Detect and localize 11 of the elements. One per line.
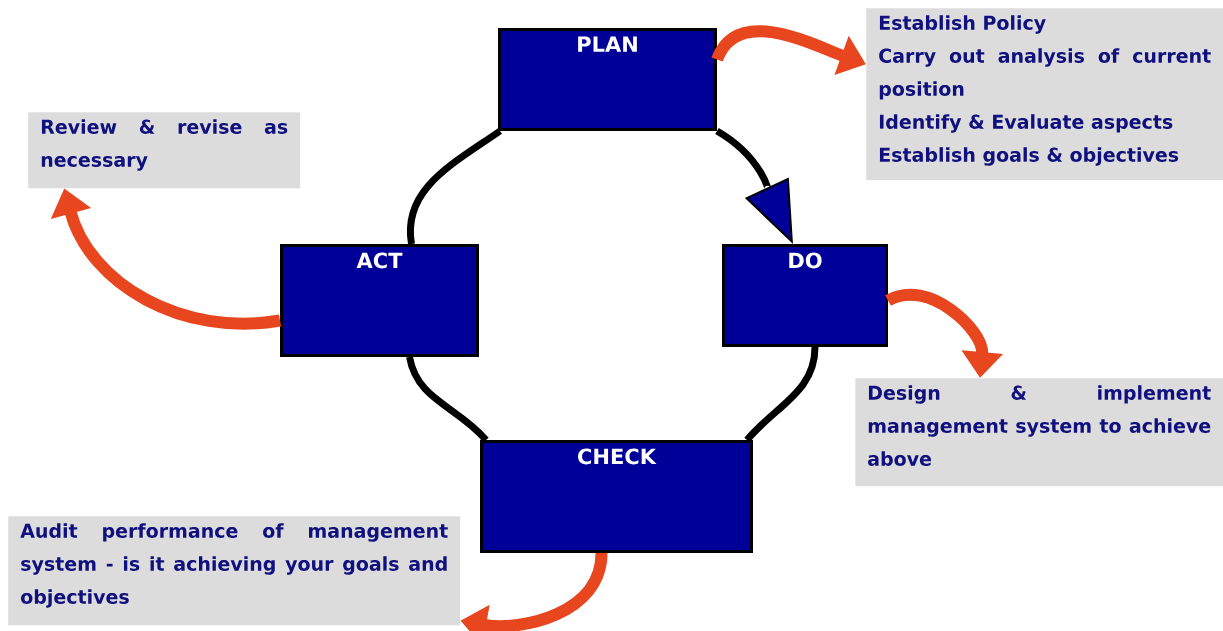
phase-box: DO bbox=[722, 244, 888, 347]
note-box: Audit performance of management system - is it achieving your goals and objectives bbox=[8, 516, 461, 626]
note-box: Review & revise as necessary bbox=[28, 112, 301, 189]
phase-box: PLAN bbox=[498, 28, 717, 131]
note-box: Design & implement management system to achieve above bbox=[855, 378, 1223, 487]
cycle-arc bbox=[744, 346, 819, 443]
cycle-arc bbox=[406, 128, 502, 245]
phase-box: ACT bbox=[280, 244, 479, 357]
note-box: Establish Policy Carry out analysis of current position Identify & Evaluate aspects Establish goals & objectives bbox=[866, 8, 1223, 181]
cycle-arc bbox=[406, 356, 489, 443]
phase-box: CHECK bbox=[480, 440, 753, 553]
